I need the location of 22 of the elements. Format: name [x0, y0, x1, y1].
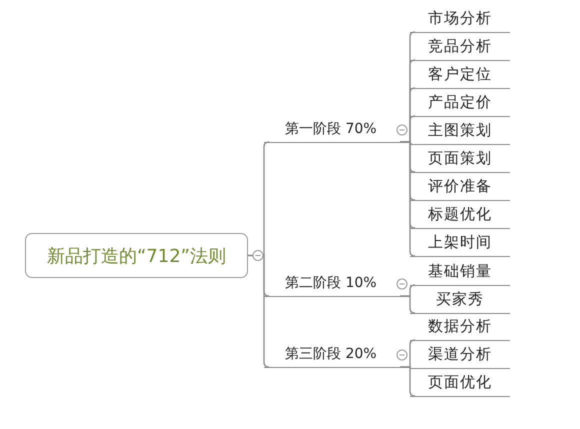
- node-text: 数据分析: [428, 317, 492, 336]
- connector-line: [400, 366, 416, 397]
- connector-line: [400, 295, 416, 314]
- node-text: 基础销量: [428, 262, 492, 281]
- node-text: 竞品分析: [428, 37, 492, 56]
- topic-box: [25, 233, 248, 278]
- node-text: 页面优化: [428, 373, 492, 392]
- node-text: 主图策划: [428, 121, 492, 140]
- node-text: 客户定位: [428, 65, 492, 84]
- node-text: 评价准备: [428, 177, 492, 196]
- node-text: 上架时间: [428, 233, 492, 252]
- node-text: 第一阶段 70%: [285, 120, 377, 138]
- node-text: 第三阶段 20%: [285, 345, 377, 363]
- node-text: 第二阶段 10%: [285, 274, 377, 292]
- node-text: 产品定价: [428, 93, 492, 112]
- node-text: 市场分析: [428, 9, 492, 28]
- connector-line: [248, 254, 270, 368]
- node-text: 买家秀: [436, 290, 484, 309]
- node-text: 页面策划: [428, 149, 492, 168]
- node-text: 渠道分析: [428, 345, 492, 364]
- node-text: 新品打造的“712”法则: [46, 244, 226, 268]
- node-text: 标题优化: [428, 205, 492, 224]
